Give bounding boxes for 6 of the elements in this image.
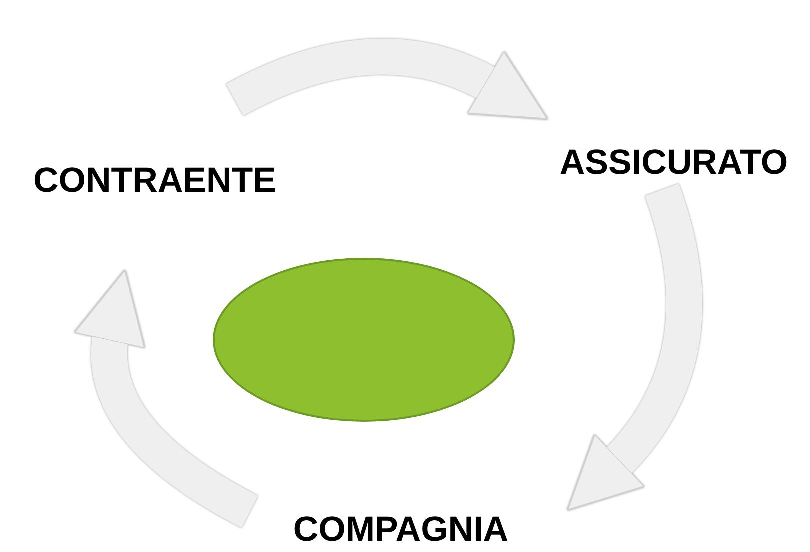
node-label: CONTRAENTE bbox=[10, 158, 300, 204]
curved-block-arrow bbox=[569, 184, 702, 513]
node-label: COMPAGNIA bbox=[266, 508, 536, 552]
curved-block-arrow bbox=[74, 268, 259, 528]
curved-block-arrow bbox=[226, 39, 550, 118]
node-label: ASSICURATO bbox=[540, 140, 808, 186]
